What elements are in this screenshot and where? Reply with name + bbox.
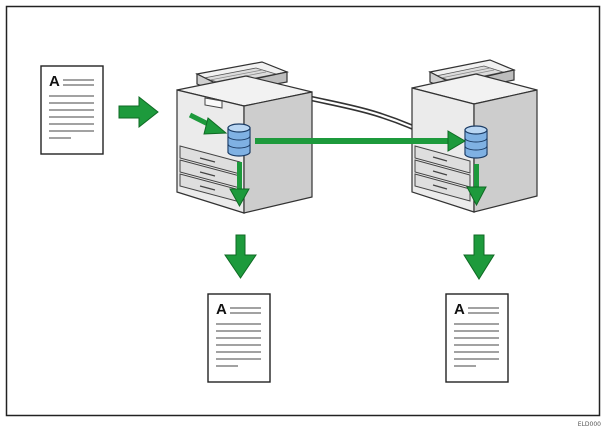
figure-code: ELD000	[577, 421, 601, 428]
arrow-icon	[188, 112, 228, 135]
hard-disk-icon	[464, 125, 488, 159]
multifunction-printer-icon	[176, 61, 313, 214]
document-icon	[40, 65, 104, 155]
arrow-icon	[466, 164, 487, 207]
arrow-icon	[224, 234, 257, 279]
arrow-icon	[118, 95, 159, 129]
network-cable	[308, 95, 413, 126]
multifunction-printer-icon	[411, 59, 538, 213]
arrow-icon	[463, 234, 495, 280]
arrow-icon	[255, 130, 466, 152]
document-icon	[207, 293, 271, 383]
hard-disk-icon	[227, 123, 251, 157]
document-icon	[445, 293, 509, 383]
arrow-icon	[229, 162, 250, 208]
